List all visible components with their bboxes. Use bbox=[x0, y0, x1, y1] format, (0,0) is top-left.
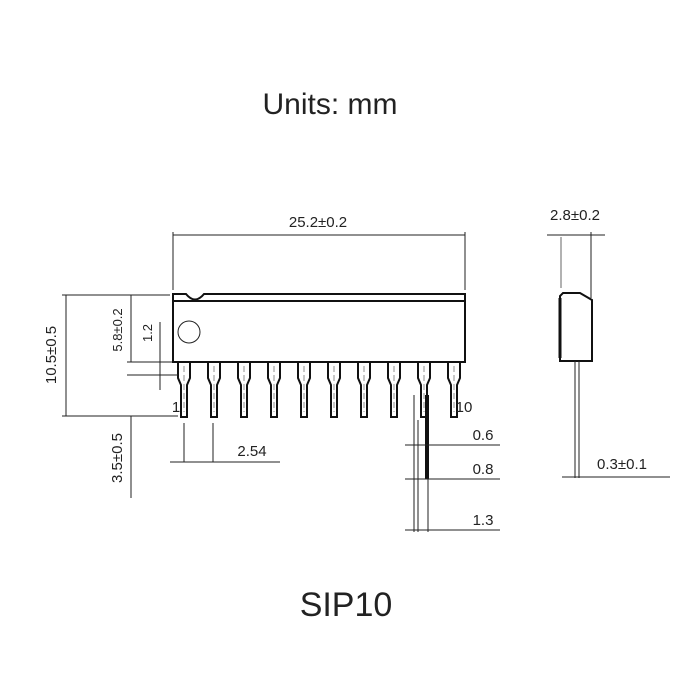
pin bbox=[327, 362, 341, 418]
dimension-lead-length: 3.5±0.5 bbox=[109, 416, 132, 498]
dimension-body-height: 5.8±0.2 bbox=[110, 295, 172, 363]
dimension-pitch: 2.54 bbox=[170, 423, 280, 463]
units-title: Units: mm bbox=[263, 88, 398, 121]
svg-text:0.3±0.1: 0.3±0.1 bbox=[597, 456, 647, 473]
svg-text:1.3: 1.3 bbox=[473, 512, 494, 529]
package-body-front bbox=[172, 293, 466, 363]
pin-label-first: 1 bbox=[172, 399, 180, 416]
pin bbox=[417, 362, 431, 418]
pin bbox=[207, 362, 221, 418]
svg-text:2.8±0.2: 2.8±0.2 bbox=[550, 207, 600, 224]
svg-text:1.2: 1.2 bbox=[140, 324, 155, 342]
svg-text:10.5±0.5: 10.5±0.5 bbox=[43, 326, 60, 384]
pin bbox=[447, 362, 461, 418]
dimension-lead-widths: 0.6 0.8 1.3 bbox=[405, 395, 500, 532]
package-pins bbox=[177, 362, 461, 418]
svg-text:2.54: 2.54 bbox=[237, 443, 266, 460]
pin bbox=[237, 362, 251, 418]
svg-text:5.8±0.2: 5.8±0.2 bbox=[110, 308, 125, 351]
pin bbox=[297, 362, 311, 418]
dimension-length: 25.2±0.2 bbox=[172, 214, 466, 290]
svg-text:3.5±0.5: 3.5±0.5 bbox=[109, 433, 126, 483]
package-name: SIP10 bbox=[300, 586, 393, 624]
pin bbox=[177, 362, 191, 418]
pin bbox=[267, 362, 281, 418]
pin bbox=[357, 362, 371, 418]
dimension-standoff: 1.2 bbox=[127, 322, 178, 390]
pin1-marker-icon bbox=[177, 320, 201, 344]
svg-text:0.8: 0.8 bbox=[473, 461, 494, 478]
pin bbox=[387, 362, 401, 418]
svg-text:25.2±0.2: 25.2±0.2 bbox=[289, 214, 347, 231]
pin-label-last: 10 bbox=[456, 399, 473, 416]
package-side-view: 2.8±0.2 0.3±0.1 bbox=[547, 207, 670, 478]
dimension-total-height: 10.5±0.5 bbox=[43, 294, 178, 417]
svg-text:0.6: 0.6 bbox=[473, 427, 494, 444]
